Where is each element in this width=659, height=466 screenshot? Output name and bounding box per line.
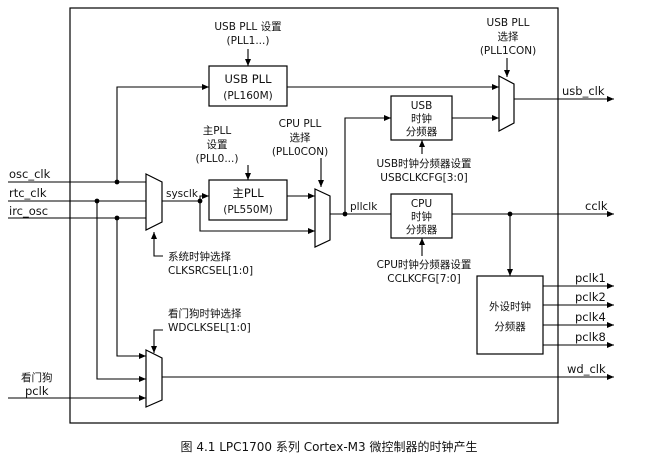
sysclk-bypass-wire <box>199 201 315 234</box>
wdt-pclk-label-line2: pclk <box>25 384 49 398</box>
usb-pll-setting-reg: (PLL1...) <box>227 35 270 47</box>
pllclk-label: pllclk <box>350 201 378 213</box>
usb-pll-select-label: USB PLL <box>487 17 530 29</box>
clk-src-select-arrow <box>151 232 163 257</box>
cpu-pll-select-label: CPU PLL <box>279 118 322 130</box>
osc-to-usbpll-wire <box>116 84 209 182</box>
clk-src-select-label: 系统时钟选择 <box>168 250 231 263</box>
wdt-clk-select-reg: WDCLKSEL[1:0] <box>168 322 251 334</box>
pllclk-to-usbdiv-wire <box>344 115 391 214</box>
cpu-pll-mux <box>314 188 331 248</box>
usb-div-setting-label: USB时钟分频器设置 <box>376 157 471 170</box>
usb-clk-label: usb_clk <box>562 84 605 98</box>
sysclk-label: sysclk <box>166 188 199 200</box>
wdt-pclk-label-line1: 看门狗 <box>21 371 53 384</box>
peripheral-divider-line1: 外设时钟 <box>489 300 531 313</box>
usb-pll-select-reg: (PLL1CON) <box>480 45 536 57</box>
usb-pll-block-model: (PL160M) <box>223 90 272 102</box>
clk-src-mux <box>145 173 163 231</box>
main-pll-setting-label: 主PLL <box>203 125 232 137</box>
main-pll-setting-label2: 设置 <box>207 139 228 151</box>
figure-caption: 图 4.1 LPC1700 系列 Cortex-M3 微控制器的时钟产生 <box>181 439 478 454</box>
wdt-clk-select-label: 看门狗时钟选择 <box>168 307 242 320</box>
usb-pll-block: USB PLL (PL160M) <box>208 65 288 107</box>
pclk4-label: pclk4 <box>575 310 606 324</box>
wdt-clk-mux <box>145 349 163 408</box>
usb-div-setting-reg: USBCLKCFG[3:0] <box>380 172 467 184</box>
cpu-divider-line3: 分频器 <box>406 223 438 236</box>
pclk1-label: pclk1 <box>575 271 606 285</box>
usb-divider-line3: 分频器 <box>406 125 438 138</box>
junction-dot <box>507 211 513 217</box>
rtc-clk-label: rtc_clk <box>9 186 47 200</box>
junction-dot <box>114 215 120 221</box>
irc-osc-label: irc_osc <box>9 204 48 218</box>
rtc-to-wdmux-wire <box>96 201 146 382</box>
peripheral-divider-block: 外设时钟 分频器 <box>476 275 544 355</box>
cpu-div-setting-label: CPU时钟分频器设置 <box>377 258 472 271</box>
cpu-divider-line2: 时钟 <box>411 210 432 223</box>
usb-pll-setting-label: USB PLL 设置 <box>214 21 281 33</box>
cpu-pll-select-reg: (PLL0CON) <box>272 146 328 158</box>
main-pll-setting-reg: (PLL0...) <box>196 153 239 165</box>
pclk2-label: pclk2 <box>575 290 606 304</box>
junction-dot <box>197 198 203 204</box>
usb-pll-select-label2: 选择 <box>498 30 519 43</box>
cpu-divider-block: CPU 时钟 分频器 <box>390 193 453 239</box>
chip-boundary <box>69 7 559 424</box>
junction-dot <box>342 211 348 217</box>
pclk8-label: pclk8 <box>575 330 606 344</box>
wd-clk-label: wd_clk <box>567 362 606 376</box>
wdt-clk-select-arrow <box>151 329 163 353</box>
junction-dot <box>114 179 120 185</box>
main-pll-block: 主PLL (PL550M) <box>208 179 288 221</box>
irc-to-wdmux-wire <box>116 218 146 359</box>
cpu-div-setting-reg: CCLKCFG[7:0] <box>387 273 460 285</box>
usb-divider-line2: 时钟 <box>411 112 432 125</box>
cpu-divider-line1: CPU <box>411 198 432 210</box>
peripheral-divider-line2: 分频器 <box>494 320 526 333</box>
main-pll-block-model: (PL550M) <box>223 204 272 216</box>
usb-divider-block: USB 时钟 分频器 <box>390 95 453 141</box>
clk-src-select-reg: CLKSRCSEL[1:0] <box>168 265 253 277</box>
usb-pll-mux <box>498 75 515 132</box>
main-pll-block-title: 主PLL <box>232 186 264 200</box>
cclk-label: cclk <box>585 199 608 213</box>
cpu-pll-select-label2: 选择 <box>290 131 311 144</box>
junction-dot <box>94 198 100 204</box>
usb-divider-line1: USB <box>411 100 433 112</box>
usb-pll-block-title: USB PLL <box>224 72 272 86</box>
osc-clk-label: osc_clk <box>9 167 51 181</box>
